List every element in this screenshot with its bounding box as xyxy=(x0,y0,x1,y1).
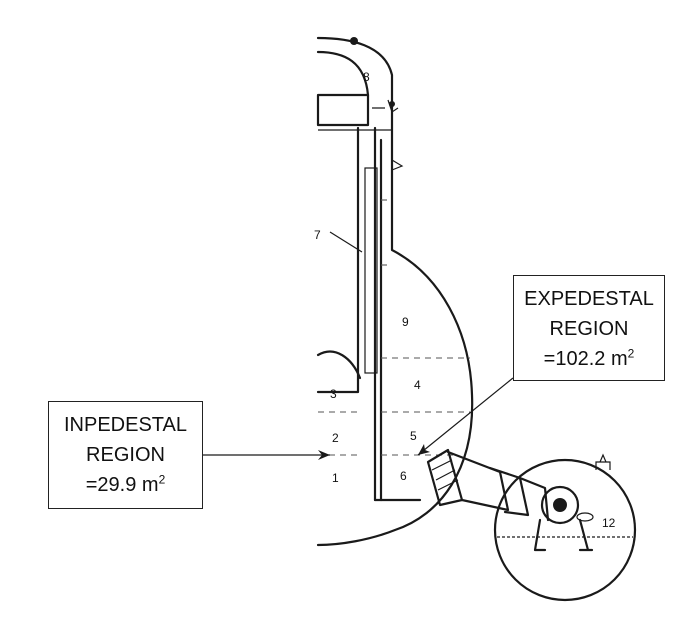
upper-flange xyxy=(316,93,370,127)
expedestal-callout: EXPEDESTAL REGION =102.2 m2 xyxy=(513,275,665,381)
inpedestal-title: INPEDESTAL xyxy=(64,414,187,436)
pool-support xyxy=(533,518,594,552)
label-1: 1 xyxy=(332,471,339,485)
pedestal-sump xyxy=(316,378,360,394)
label-3: 3 xyxy=(330,387,337,401)
inpedestal-arrow xyxy=(203,450,330,460)
drywell-head xyxy=(316,50,370,97)
expedestal-arrow xyxy=(417,377,514,456)
label-7: 7 xyxy=(314,228,321,242)
label-2: 2 xyxy=(332,431,339,445)
pool-inner-ring xyxy=(540,485,580,525)
containment-outer-shell xyxy=(316,36,474,547)
left-bulge xyxy=(316,350,362,380)
vent-pipe xyxy=(426,448,550,522)
inpedestal-area: =29.9 m2 xyxy=(85,472,166,496)
suppression-pool-torus xyxy=(493,458,637,602)
label-6: 6 xyxy=(400,469,407,483)
label-12: 12 xyxy=(602,516,616,530)
inpedestal-subtitle: REGION xyxy=(86,444,165,466)
expedestal-area: =102.2 m2 xyxy=(543,346,635,370)
inpedestal-callout: INPEDESTAL REGION =29.9 m2 xyxy=(48,401,203,509)
label-9: 9 xyxy=(402,315,409,329)
expedestal-title: EXPEDESTAL xyxy=(524,288,654,310)
label-4: 4 xyxy=(414,378,421,392)
label-5: 5 xyxy=(410,429,417,443)
top-nozzle xyxy=(350,37,358,45)
label-8: 8 xyxy=(363,70,370,84)
vessel-internal-tube xyxy=(364,167,378,374)
expedestal-subtitle: REGION xyxy=(549,318,629,340)
pool-vent-cap xyxy=(595,453,611,470)
